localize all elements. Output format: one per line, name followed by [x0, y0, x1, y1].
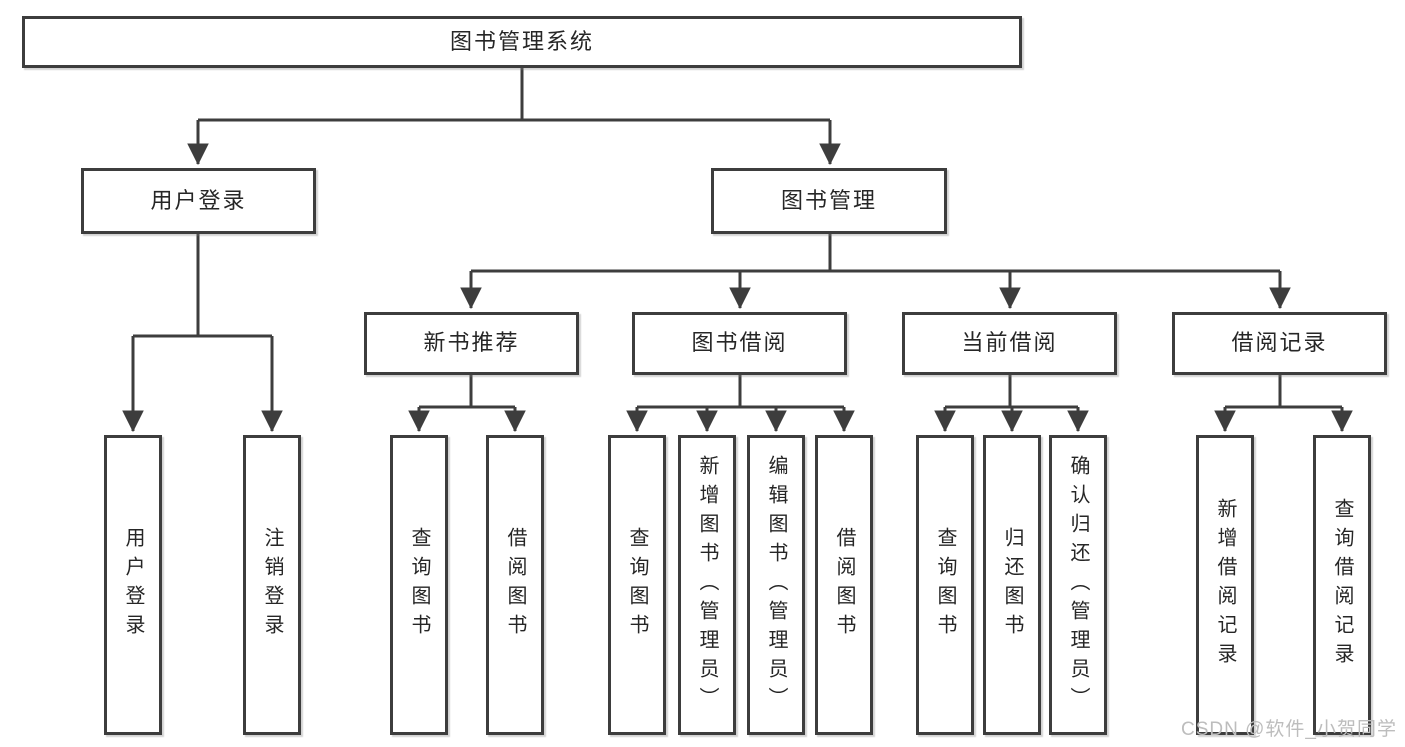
- leaf-records-add-record: 新增借阅记录: [1196, 435, 1254, 735]
- leaf-recommend-borrow-books: 借阅图书: [486, 435, 544, 735]
- leaf-current-return-books: 归还图书: [983, 435, 1041, 735]
- node-book-borrowing: 图书借阅: [632, 312, 847, 375]
- leaf-borrowing-add-books-admin: 新增图书（管理员）: [678, 435, 736, 735]
- node-library-management-system: 图书管理系统: [22, 16, 1022, 68]
- node-current-borrowing: 当前借阅: [902, 312, 1117, 375]
- leaf-borrowing-borrow-books: 借阅图书: [815, 435, 873, 735]
- node-new-book-recommendation: 新书推荐: [364, 312, 579, 375]
- leaf-current-query-books: 查询图书: [916, 435, 974, 735]
- leaf-user-login: 用户登录: [104, 435, 162, 735]
- leaf-logout-login: 注销登录: [243, 435, 301, 735]
- leaf-recommend-query-books: 查询图书: [390, 435, 448, 735]
- leaf-borrowing-edit-books-admin: 编辑图书（管理员）: [747, 435, 805, 735]
- csdn-watermark: CSDN @软件_小贺同学: [1181, 719, 1397, 740]
- node-borrowing-records: 借阅记录: [1172, 312, 1387, 375]
- leaf-records-query-record: 查询借阅记录: [1313, 435, 1371, 735]
- leaf-current-confirm-return-admin: 确认归还（管理员）: [1049, 435, 1107, 735]
- node-book-management: 图书管理: [711, 168, 947, 234]
- leaf-borrowing-query-books: 查询图书: [608, 435, 666, 735]
- node-user-login: 用户登录: [81, 168, 316, 234]
